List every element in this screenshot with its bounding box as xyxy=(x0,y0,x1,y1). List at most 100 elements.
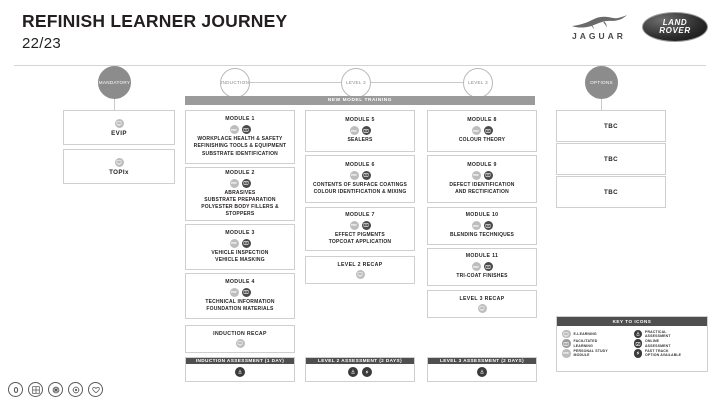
grid-icon[interactable] xyxy=(28,382,43,397)
practical-assessment-icon xyxy=(348,367,358,377)
jaguar-logo: JAGUAR xyxy=(570,14,628,41)
page-title: REFINISH LEARNER JOURNEY xyxy=(22,11,288,31)
gear-wheel-icon[interactable] xyxy=(48,382,63,397)
practical-assessment-icon xyxy=(633,329,642,339)
e-learning-icon xyxy=(562,329,571,339)
target-icon[interactable] xyxy=(68,382,83,397)
personal-study-icon: PDF xyxy=(349,220,359,230)
card-options-tbc-3[interactable]: TBC xyxy=(556,176,666,208)
card-level-3-recap[interactable]: LEVEL 3 RECAP xyxy=(427,290,537,318)
e-learning-icon xyxy=(114,157,124,167)
heart-icon[interactable] xyxy=(88,382,103,397)
card-title: EVIP xyxy=(111,129,127,137)
module-title: MODULE 2 xyxy=(225,169,255,176)
key-heading: KEY TO ICONS xyxy=(557,317,707,326)
practical-assessment-icon xyxy=(235,367,245,377)
card-title: TOPIx xyxy=(109,168,129,176)
module-title: MODULE 8 xyxy=(467,117,497,124)
module-icon-row: PDF xyxy=(229,238,251,248)
card-module-5[interactable]: MODULE 5 PDF SEALERS xyxy=(305,110,415,152)
brand-logos: JAGUAR LAND ROVER xyxy=(570,12,708,42)
module-icon-row: PDF xyxy=(471,170,493,180)
module-icon-row: PDF xyxy=(349,126,371,136)
assessment-icon-row xyxy=(477,364,487,382)
facilitated-learning-icon xyxy=(562,339,571,348)
timeline-node-mandatory[interactable]: MANDATORY xyxy=(98,66,131,99)
card-topix[interactable]: TOPIx xyxy=(63,149,175,184)
personal-study-icon: PDF xyxy=(562,349,571,358)
module-icon-row: PDF xyxy=(229,178,251,188)
new-model-training-banner: NEW MODEL TRAINING xyxy=(185,96,535,105)
card-module-11[interactable]: MODULE 11 PDF TRI-COAT FINISHES xyxy=(427,248,537,286)
e-learning-icon xyxy=(114,118,124,128)
online-assessment-icon xyxy=(633,339,642,348)
node-label: LEVEL 3 xyxy=(467,79,489,85)
timeline-node-induction[interactable]: INDUCTION xyxy=(220,67,250,98)
facilitated-learning-icon xyxy=(241,178,251,188)
assessment-icon-row xyxy=(348,364,372,382)
personal-study-icon: PDF xyxy=(471,262,481,272)
timeline-node-level-3[interactable]: LEVEL 3 xyxy=(463,67,493,98)
personal-study-icon: PDF xyxy=(229,125,239,135)
induction-assessment[interactable]: INDUCTION ASSESSMENT (1 DAY) xyxy=(185,357,295,382)
timeline-node-options[interactable]: OPTIONS xyxy=(585,66,618,99)
module-icon-row: PDF xyxy=(349,220,371,230)
card-level-2-recap[interactable]: LEVEL 2 RECAP xyxy=(305,256,415,284)
recap-title: LEVEL 2 RECAP xyxy=(337,261,383,268)
module-title: MODULE 1 xyxy=(225,116,255,123)
jaguar-leaper-icon xyxy=(572,14,627,29)
personal-study-icon: PDF xyxy=(349,170,359,180)
module-title: MODULE 5 xyxy=(345,117,375,124)
fast-track-icon xyxy=(362,367,372,377)
practical-assessment-icon xyxy=(477,367,487,377)
recap-title: INDUCTION RECAP xyxy=(213,330,267,337)
personal-study-icon: PDF xyxy=(349,126,359,136)
personal-study-icon: PDF xyxy=(471,221,481,231)
card-evip[interactable]: EVIP xyxy=(63,110,175,145)
module-description: BLENDING TECHNIQUES xyxy=(449,232,515,239)
module-description: COLOUR THEORY xyxy=(458,137,506,144)
land-rover-logo: LAND ROVER xyxy=(642,12,708,42)
card-module-6[interactable]: MODULE 6 PDF CONTENTS OF SURFACE COATING… xyxy=(305,155,415,203)
module-icon-row: PDF xyxy=(471,262,493,272)
timeline-node-level-2[interactable]: LEVEL 2 xyxy=(341,67,371,98)
card-induction-recap[interactable]: INDUCTION RECAP xyxy=(185,325,295,353)
card-title: TBC xyxy=(604,188,618,196)
fingerprint-icon[interactable] xyxy=(8,382,23,397)
key-label: E-LEARNING xyxy=(573,331,597,336)
assessment-label: LEVEL 3 ASSESSMENT (2 DAYS) xyxy=(428,358,536,364)
facilitated-learning-icon xyxy=(361,170,371,180)
card-module-10[interactable]: MODULE 10 PDF BLENDING TECHNIQUES xyxy=(427,207,537,245)
facilitated-learning-icon xyxy=(361,126,371,136)
timeline-connector-1 xyxy=(249,82,369,83)
level-3-assessment[interactable]: LEVEL 3 ASSESSMENT (2 DAYS) xyxy=(427,357,537,382)
card-options-tbc-1[interactable]: TBC xyxy=(556,110,666,142)
module-title: MODULE 9 xyxy=(467,161,497,168)
facilitated-learning-icon xyxy=(483,170,493,180)
facilitated-learning-icon xyxy=(361,220,371,230)
facilitated-learning-icon xyxy=(241,287,251,297)
card-module-8[interactable]: MODULE 8 PDF COLOUR THEORY xyxy=(427,110,537,152)
level-2-assessment[interactable]: LEVEL 2 ASSESSMENT (2 DAYS) xyxy=(305,357,415,382)
land-rover-line2: ROVER xyxy=(659,26,691,35)
module-icon-row: PDF xyxy=(229,125,251,135)
card-options-tbc-2[interactable]: TBC xyxy=(556,143,666,175)
jaguar-wordmark: JAGUAR xyxy=(572,30,626,41)
e-learning-icon xyxy=(235,338,245,348)
node-label: LEVEL 2 xyxy=(345,79,367,85)
